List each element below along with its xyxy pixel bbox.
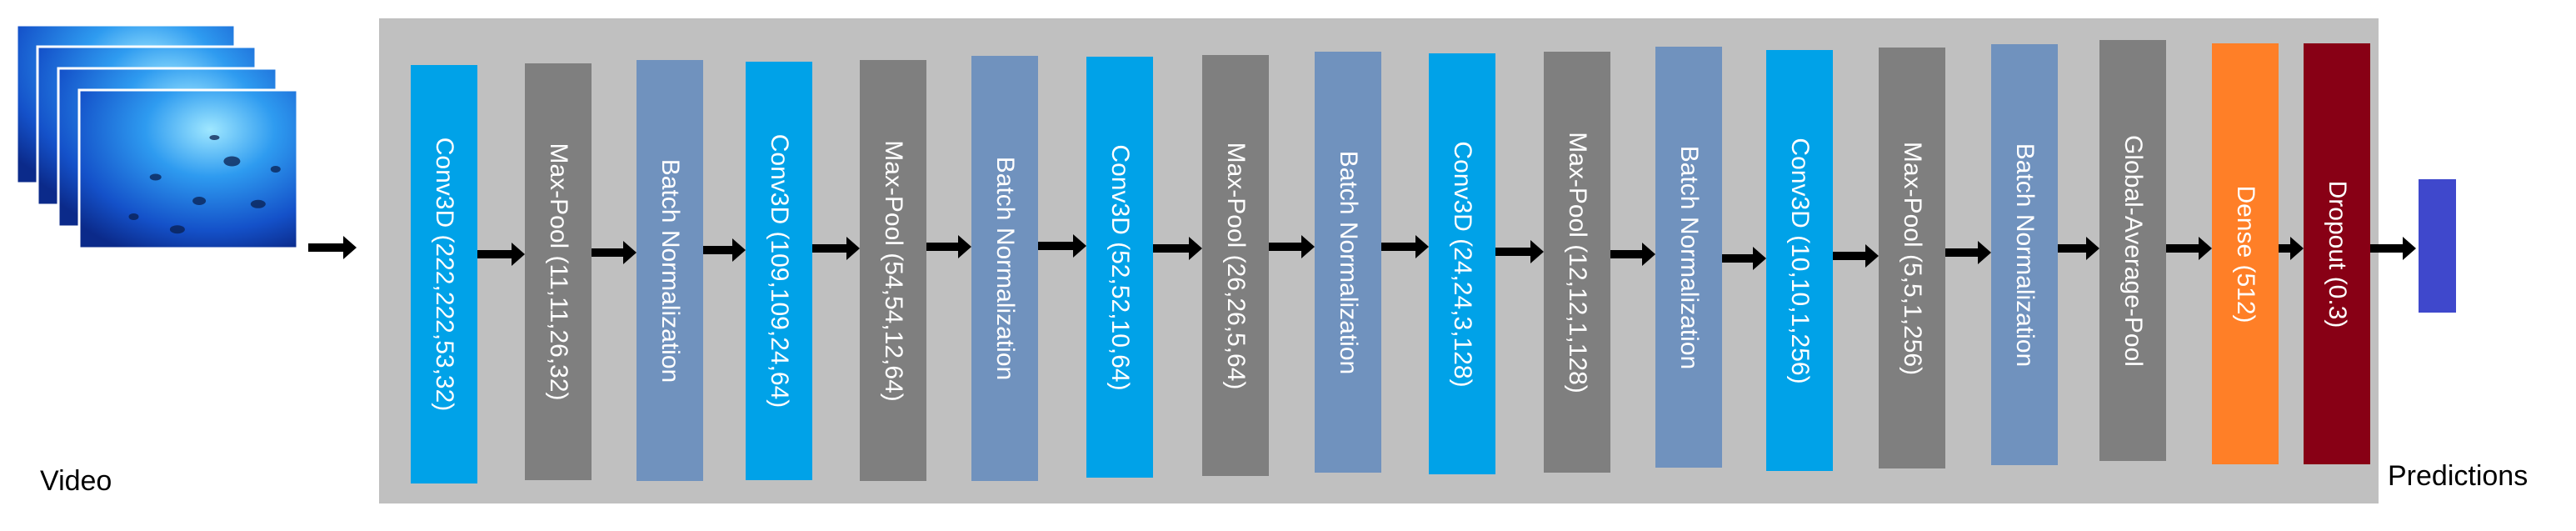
arrow (1269, 235, 1315, 258)
arrow (2166, 237, 2212, 260)
layer-dropout: Dropout (0.3) (2304, 43, 2370, 464)
layer-label: Global-Average-Pool (2119, 134, 2147, 367)
layer-label: Batch Normalization (656, 158, 684, 383)
layer-batchnorm: Batch Normalization (1315, 52, 1381, 473)
input-caption: Video (40, 465, 112, 497)
arrow (1381, 235, 1429, 258)
layer-batchnorm: Batch Normalization (971, 56, 1038, 481)
arrow (812, 237, 860, 260)
layer-label: Conv3D (10,10,1,256) (1786, 137, 1814, 384)
layer-maxpool: Max-Pool (12,12,1,128) (1544, 52, 1610, 473)
layer-label: Max-Pool (26,26,5,64) (1222, 142, 1250, 389)
output-node (2419, 179, 2456, 313)
arrow (1153, 237, 1202, 260)
layer-conv3d: Conv3D (10,10,1,256) (1766, 50, 1833, 471)
arrow (477, 243, 525, 266)
arrow (1722, 247, 1766, 270)
layer-label: Dropout (0.3) (2324, 180, 2351, 328)
arrow (2058, 237, 2099, 260)
layer-label: Dense (512) (2232, 184, 2259, 323)
layer-label: Batch Normalization (1675, 145, 1703, 369)
layer-label: Max-Pool (12,12,1,128) (1564, 131, 1591, 393)
layer-label: Conv3D (109,109,24,64) (766, 133, 793, 408)
layer-batchnorm: Batch Normalization (1655, 47, 1722, 468)
input-video-frames (17, 25, 299, 250)
arrow (926, 235, 971, 258)
layer-batchnorm: Batch Normalization (637, 60, 703, 481)
arrow (592, 241, 637, 264)
layer-label: Batch Normalization (1335, 150, 1362, 374)
arrow (1945, 241, 1991, 264)
arrow (1495, 240, 1544, 263)
layer-label: Conv3D (24,24,3,128) (1449, 140, 1476, 388)
layer-maxpool: Max-Pool (54,54,12,64) (860, 60, 926, 481)
arrow (1610, 243, 1655, 266)
layer-conv3d: Conv3D (109,109,24,64) (746, 62, 812, 480)
layer-maxpool: Max-Pool (26,26,5,64) (1202, 55, 1269, 476)
layer-batchnorm: Batch Normalization (1991, 44, 2058, 465)
arrow (2370, 237, 2416, 260)
layer-label: Conv3D (222,222,53,32) (431, 137, 458, 412)
layer-label: Batch Normalization (991, 156, 1019, 381)
layer-maxpool: Max-Pool (11,11,26,32) (525, 63, 592, 480)
arrow (703, 238, 746, 262)
arrow (308, 236, 357, 259)
arrow (1038, 234, 1086, 258)
layer-label: Batch Normalization (2011, 143, 2039, 367)
layer-conv3d: Conv3D (52,52,10,64) (1086, 57, 1153, 478)
layer-conv3d: Conv3D (222,222,53,32) (411, 65, 477, 483)
layer-label: Conv3D (52,52,10,64) (1106, 143, 1134, 391)
layer-dense: Dense (512) (2212, 43, 2279, 464)
layer-label: Max-Pool (11,11,26,32) (545, 143, 572, 401)
layer-label: Max-Pool (54,54,12,64) (880, 139, 907, 402)
layer-gap: Global-Average-Pool (2099, 40, 2166, 461)
layer-conv3d: Conv3D (24,24,3,128) (1429, 53, 1495, 474)
arrow (1833, 244, 1879, 268)
output-caption: Predictions (2388, 460, 2529, 492)
layer-label: Max-Pool (5,5,1,256) (1899, 141, 1926, 375)
video-frame (77, 88, 299, 250)
arrow (2279, 237, 2304, 260)
layer-maxpool: Max-Pool (5,5,1,256) (1879, 48, 1945, 468)
